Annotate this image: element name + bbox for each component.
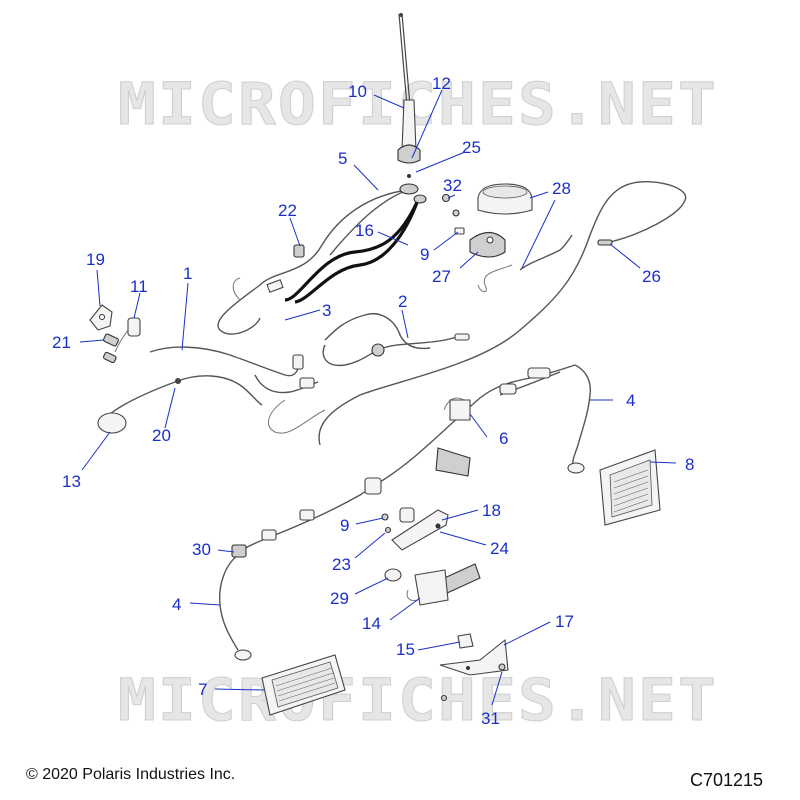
harness-upper: [217, 183, 419, 335]
bracket-17: [439, 638, 509, 676]
callout-7: 7: [198, 680, 207, 699]
bolts-32: [441, 193, 465, 235]
callout-4-left: 4: [172, 595, 181, 614]
callout-31: 30: [192, 540, 211, 559]
clip-24: [293, 244, 305, 258]
callout-3: 3: [322, 301, 331, 320]
mount-29: [469, 231, 506, 258]
ground-cable: [284, 194, 427, 304]
diagram-code: C701215: [690, 770, 764, 790]
watermark-bottom: MICROFICHES.NET: [118, 666, 718, 734]
callout-21: 20: [152, 426, 171, 445]
wire-30: [477, 234, 573, 293]
harness-1: [149, 346, 326, 434]
callout-29: 27: [432, 267, 451, 286]
callout-25: 23: [332, 555, 351, 574]
clip-15: [457, 633, 474, 649]
callout-1: 1: [183, 264, 192, 283]
antenna-mast: [397, 13, 421, 178]
clamp-23: [384, 568, 402, 582]
plug-22: [102, 333, 119, 364]
callout-labels: 10 12 5 25 32 28 22 16 9 27 26 19 1 11 2…: [52, 74, 694, 728]
screw-19: [440, 663, 506, 702]
callout-5: 5: [338, 149, 347, 168]
harness-4-left: [218, 544, 252, 661]
cable-28: [318, 181, 687, 446]
callout-28: 26: [642, 267, 661, 286]
callout-17: 17: [555, 612, 574, 631]
gps-module-30: [477, 183, 533, 215]
callout-19: 31: [481, 709, 500, 728]
callout-4-right: 4: [626, 391, 635, 410]
callout-22: 21: [52, 333, 71, 352]
callout-11: 11: [130, 277, 148, 296]
main-harness-6: [237, 364, 576, 553]
speaker-7: [261, 654, 346, 716]
bolts-9-25: [381, 513, 392, 534]
callout-20: 19: [86, 250, 105, 269]
callout-18: 18: [482, 501, 501, 520]
harness-3: [324, 313, 431, 350]
callout-32: 32: [443, 176, 462, 195]
leader-lines: [79, 89, 677, 706]
callout-27: 25: [462, 138, 481, 157]
callout-26: 24: [490, 539, 509, 558]
connector-11: [114, 317, 141, 353]
callout-6: 6: [499, 429, 508, 448]
harness-2: [322, 333, 470, 367]
callout-23: 29: [330, 589, 349, 608]
harness-21: [97, 375, 263, 434]
callout-13: 13: [62, 472, 81, 491]
callout-14: 14: [362, 614, 381, 633]
callout-9-lower: 9: [340, 516, 349, 535]
copyright-text: © 2020 Polaris Industries Inc.: [26, 766, 236, 783]
watermark-top: MICROFICHES.NET: [118, 70, 718, 138]
bracket-18: [391, 509, 449, 551]
callout-8: 8: [685, 455, 694, 474]
callout-2: 2: [398, 292, 407, 311]
callout-24: 22: [278, 201, 297, 220]
connector-14: [406, 563, 481, 606]
callout-16: 16: [355, 221, 374, 240]
callout-12: 12: [432, 74, 451, 93]
harness-4-right: [567, 364, 592, 474]
callout-9-upper: 9: [420, 245, 429, 264]
callout-10: 10: [348, 82, 367, 101]
speaker-8: [599, 449, 661, 526]
callout-30: 28: [552, 179, 571, 198]
bracket-20: [89, 304, 113, 331]
callout-15: 15: [396, 640, 415, 659]
